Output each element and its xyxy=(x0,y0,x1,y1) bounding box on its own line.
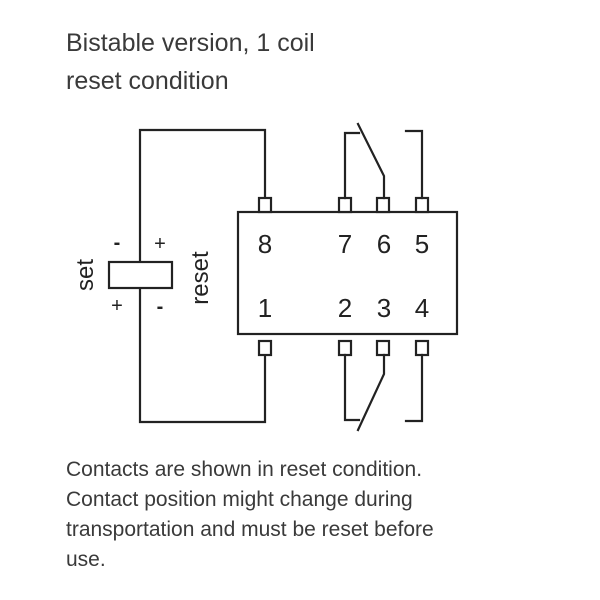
top-contact-terminal-wire xyxy=(404,129,424,200)
note-line-2: Contact position might change during xyxy=(66,488,413,511)
diagram-title-line-1: Bistable version, 1 coil xyxy=(66,29,315,57)
pin-label-6: 6 xyxy=(377,229,391,259)
bottom-contact-common-wire xyxy=(343,353,361,422)
pin-stub-7 xyxy=(337,196,353,214)
pin-stub-3 xyxy=(375,339,391,357)
note-line-4: use. xyxy=(66,548,106,571)
pin-stub-4 xyxy=(414,339,430,357)
bottom-contact-switch-arm xyxy=(356,353,386,432)
coil-set-polarity-top: - xyxy=(114,232,121,254)
coil-set-polarity-bottom: + xyxy=(111,295,123,317)
note-line-3: transportation and must be reset before xyxy=(66,518,434,541)
reset-condition-note: Contacts are shown in reset condition. C… xyxy=(66,455,566,575)
diagram-title-line-2: reset condition xyxy=(66,67,229,95)
coil-reset-label: reset xyxy=(187,251,214,305)
coil-symbol xyxy=(107,260,174,290)
pin-stub-8 xyxy=(257,196,273,214)
pin-label-7: 7 xyxy=(338,229,352,259)
pin-label-3: 3 xyxy=(377,293,391,323)
pin-stub-6 xyxy=(375,196,391,214)
pin-label-2: 2 xyxy=(338,293,352,323)
note-line-1: Contacts are shown in reset condition. xyxy=(66,458,423,481)
pin-stub-1 xyxy=(257,339,273,357)
coil-set-label: set xyxy=(72,259,99,291)
coil-reset-polarity-top: + xyxy=(154,233,166,255)
coil-reset-polarity-bottom: - xyxy=(157,296,164,318)
top-contact-common-wire xyxy=(343,131,361,200)
pin-label-1: 1 xyxy=(258,293,272,323)
bottom-contact-terminal-wire xyxy=(404,353,424,423)
top-contact-switch-arm xyxy=(356,122,386,200)
pin-label-5: 5 xyxy=(415,229,429,259)
pin-label-8: 8 xyxy=(258,229,272,259)
pin-stub-2 xyxy=(337,339,353,357)
pin-label-4: 4 xyxy=(415,293,429,323)
pin-stub-5 xyxy=(414,196,430,214)
relay-body xyxy=(236,210,459,336)
